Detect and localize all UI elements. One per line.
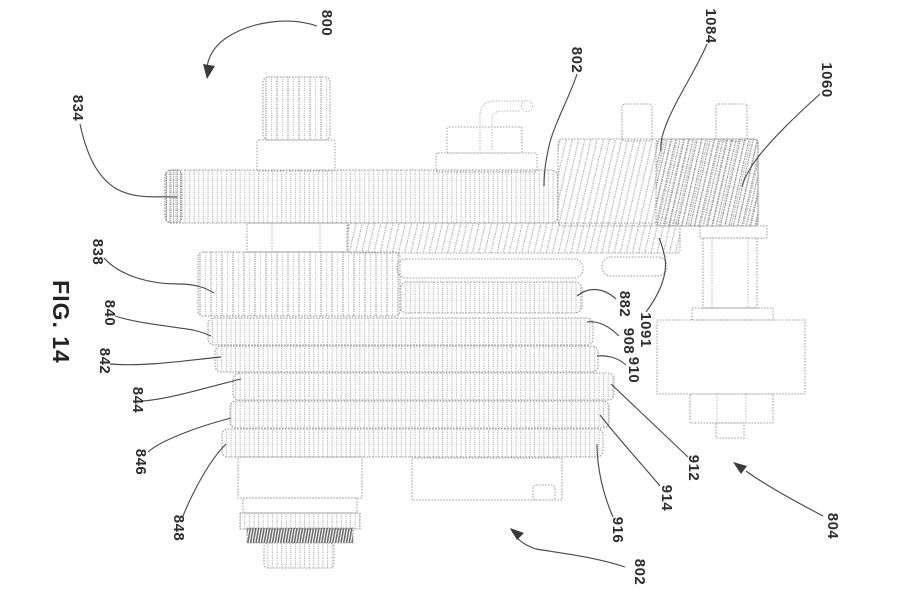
pipe-fitting (435, 100, 538, 173)
ref-label-914: 914 (658, 484, 675, 512)
leader-lines (79, 20, 824, 568)
ref-label-802-bottom: 802 (631, 558, 648, 586)
slot-plates (396, 256, 668, 279)
ref-label-802-top: 802 (568, 46, 585, 74)
input-shaft-splined (256, 76, 336, 172)
ref-label-834: 834 (69, 94, 86, 122)
right-actuator-block (656, 225, 806, 439)
ref-label-846: 846 (132, 448, 149, 476)
ref-label-840: 840 (101, 299, 118, 327)
ref-label-844: 844 (129, 386, 146, 414)
helical-gear-pair (557, 103, 759, 227)
ref-label-804: 804 (824, 512, 841, 540)
output-shaft-bottom (237, 456, 363, 569)
ref-label-916: 916 (609, 516, 626, 544)
ref-label-912: 912 (685, 454, 702, 482)
ref-label-800: 800 (318, 9, 335, 37)
ref-label-1084: 1084 (702, 8, 719, 44)
bottom-right-plate (411, 457, 563, 501)
ref-label-842: 842 (96, 347, 113, 375)
ref-label-1091: 1091 (637, 312, 654, 348)
countershaft-gear-stack (197, 251, 615, 458)
ref-label-910: 910 (625, 356, 642, 384)
figure-caption: FIG. 14 (48, 280, 74, 364)
ref-label-848: 848 (170, 514, 187, 542)
helical-band-rear (246, 222, 681, 254)
ref-label-1060: 1060 (818, 62, 835, 98)
ref-label-838: 838 (89, 238, 106, 266)
gear-834 (164, 169, 559, 224)
